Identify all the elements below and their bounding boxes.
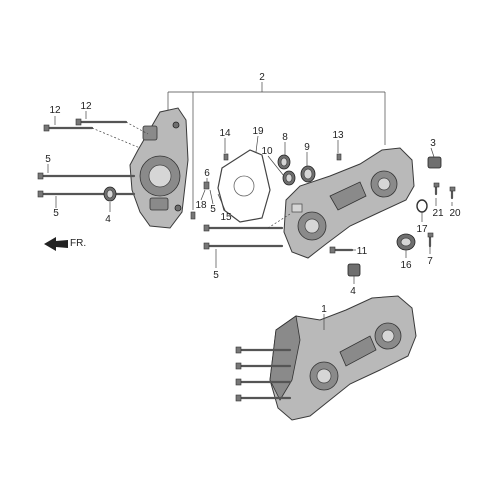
label-part-21: 21 (432, 208, 444, 219)
label-part-14: 14 (219, 128, 231, 139)
label-part-12-a: 12 (49, 105, 61, 116)
part-2-bracket (167, 82, 386, 210)
label-part-9: 9 (304, 142, 310, 153)
long-bolts-5 (37, 172, 136, 198)
label-part-18: 18 (195, 200, 207, 211)
oring-17 (416, 199, 428, 213)
bushing-4-left (103, 186, 117, 202)
leader-lines (47, 111, 453, 330)
long-bolts-5-center (203, 213, 291, 250)
label-part-2: 2 (259, 72, 265, 83)
label-part-5-b: 5 (53, 208, 59, 219)
gasket-19 (217, 149, 271, 223)
dowel-pins (190, 153, 342, 220)
label-part-5-a: 5 (45, 154, 51, 165)
small-bolts-20-21-7 (427, 182, 456, 248)
left-crankcase-half (129, 107, 189, 229)
assembled-crankcase-1 (235, 295, 417, 421)
label-part-5-d: 5 (213, 270, 219, 281)
right-crankcase-half (283, 147, 415, 259)
bearings-8-9-10 (277, 154, 316, 186)
label-part-4-left: 4 (105, 214, 111, 225)
bushing-3 (427, 156, 442, 169)
bolt-11 (329, 246, 354, 254)
label-part-10: 10 (261, 146, 273, 157)
label-part-8: 8 (282, 132, 288, 143)
part-number-labels: 1 2 3 4 4 5 5 5 5 6 7 8 9 10 11 12 12 13… (45, 72, 461, 315)
bushing-4-lower (347, 263, 361, 277)
label-part-15: 15 (220, 212, 232, 223)
label-part-13: 13 (332, 130, 344, 141)
label-part-7: 7 (427, 256, 433, 267)
label-part-12-b: 12 (80, 101, 92, 112)
seal-16 (396, 233, 416, 251)
label-part-4-lower: 4 (350, 286, 356, 297)
label-part-11: 11 (357, 246, 368, 257)
label-part-20: 20 (449, 208, 461, 219)
label-part-1: 1 (321, 304, 327, 315)
label-part-19: 19 (252, 126, 264, 137)
label-part-16: 16 (400, 260, 412, 271)
label-part-3: 3 (430, 138, 436, 149)
bolt-12-pair (43, 118, 149, 149)
label-part-6: 6 (204, 168, 210, 179)
front-indicator-text: FR. (70, 238, 86, 249)
label-part-17: 17 (416, 224, 428, 235)
front-direction-arrow-icon (44, 237, 68, 251)
label-part-5-c: 5 (210, 204, 216, 215)
